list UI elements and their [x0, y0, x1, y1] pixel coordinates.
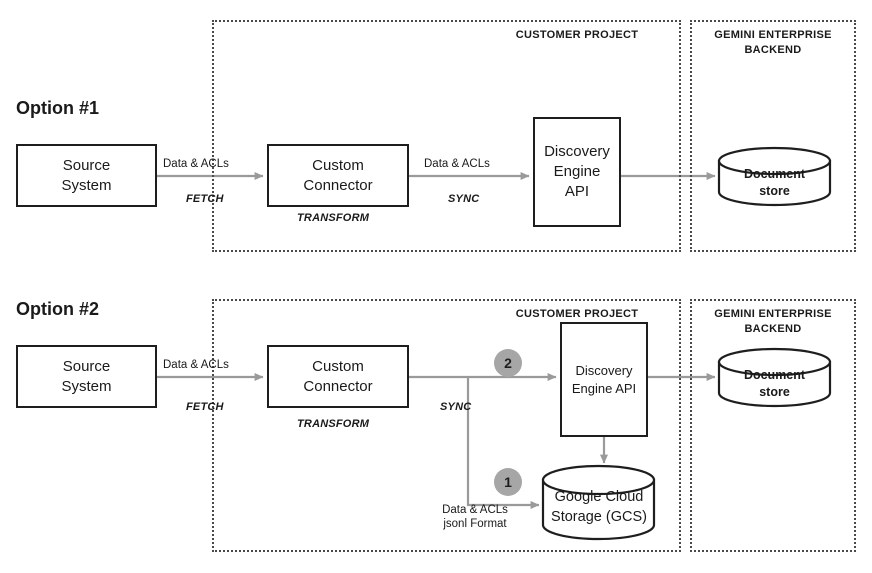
zone-gemini-backend-label-opt1: GEMINI ENTERPRISE BACKEND	[690, 28, 856, 58]
node-source-system-opt2[interactable]: Source System	[16, 345, 157, 408]
zone-gemini-backend-label-line2-opt1: BACKEND	[744, 44, 802, 56]
node-custom-connector-line1-opt2: Custom	[312, 357, 364, 375]
edge-label-sync-stage-opt1: SYNC	[448, 193, 480, 205]
node-source-system-line2-opt2: System	[61, 377, 112, 395]
node-custom-connector-line1-opt1: Custom	[312, 156, 364, 174]
edge-label-gcs-payload-opt2: Data & ACLs jsonl Format	[415, 503, 535, 531]
node-custom-connector-line2-opt2: Connector	[303, 377, 373, 395]
zone-customer-project-opt2	[212, 299, 681, 552]
edge-label-gcs-payload-line2-opt2: jsonl Format	[443, 518, 507, 530]
edge-label-transform-stage-opt2: TRANSFORM	[297, 418, 370, 430]
edge-label-sync-stage-opt2: SYNC	[440, 401, 472, 413]
zone-gemini-backend-opt1	[690, 20, 856, 252]
step-badge-1-opt2[interactable]: 1	[494, 468, 522, 496]
edge-label-fetch-payload-opt2: Data & ACLs	[163, 359, 229, 371]
zone-gemini-backend-opt2	[690, 299, 856, 552]
edge-label-gcs-payload-line1-opt2: Data & ACLs	[442, 504, 508, 516]
zone-gemini-backend-label-line1-opt1: GEMINI ENTERPRISE	[714, 29, 832, 41]
edge-label-transform-stage-opt1: TRANSFORM	[297, 212, 370, 224]
edge-label-fetch-stage-opt2: FETCH	[186, 401, 224, 413]
zone-customer-project-opt1	[212, 20, 681, 252]
node-discovery-engine-line2-opt2: Engine API	[571, 380, 637, 396]
option-1-title: Option #1	[16, 98, 100, 118]
node-discovery-engine-line3-opt1: API	[564, 183, 590, 200]
node-source-system-line2-opt1: System	[61, 176, 112, 194]
node-discovery-engine-line1-opt1: Discovery	[544, 143, 610, 160]
edge-label-fetch-payload-opt1: Data & ACLs	[163, 158, 229, 170]
edge-label-fetch-stage-opt1: FETCH	[186, 193, 224, 205]
edge-label-sync-payload-opt1: Data & ACLs	[424, 158, 490, 170]
node-discovery-engine-api-opt2[interactable]: Discovery Engine API	[560, 322, 648, 437]
zone-gemini-backend-label-line2-opt2: BACKEND	[744, 323, 802, 335]
node-source-system-line1-opt1: Source	[62, 156, 111, 174]
node-custom-connector-opt2[interactable]: Custom Connector	[267, 345, 409, 408]
zone-gemini-backend-label-opt2: GEMINI ENTERPRISE BACKEND	[690, 307, 856, 337]
node-custom-connector-opt1[interactable]: Custom Connector	[267, 144, 409, 207]
zone-gemini-backend-label-line1-opt2: GEMINI ENTERPRISE	[714, 308, 832, 320]
node-custom-connector-line2-opt1: Connector	[303, 176, 373, 194]
zone-customer-project-label-opt1: CUSTOMER PROJECT	[515, 29, 639, 41]
node-discovery-engine-line1-opt2: Discovery	[575, 362, 633, 378]
step-badge-2-opt2[interactable]: 2	[494, 349, 522, 377]
zone-customer-project-label-opt2: CUSTOMER PROJECT	[515, 308, 639, 320]
option-2-title: Option #2	[16, 299, 100, 319]
node-source-system-line1-opt2: Source	[62, 357, 111, 375]
node-discovery-engine-line2-opt1: Engine	[553, 163, 601, 180]
node-discovery-engine-api-opt1[interactable]: Discovery Engine API	[533, 117, 621, 227]
node-source-system-opt1[interactable]: Source System	[16, 144, 157, 207]
